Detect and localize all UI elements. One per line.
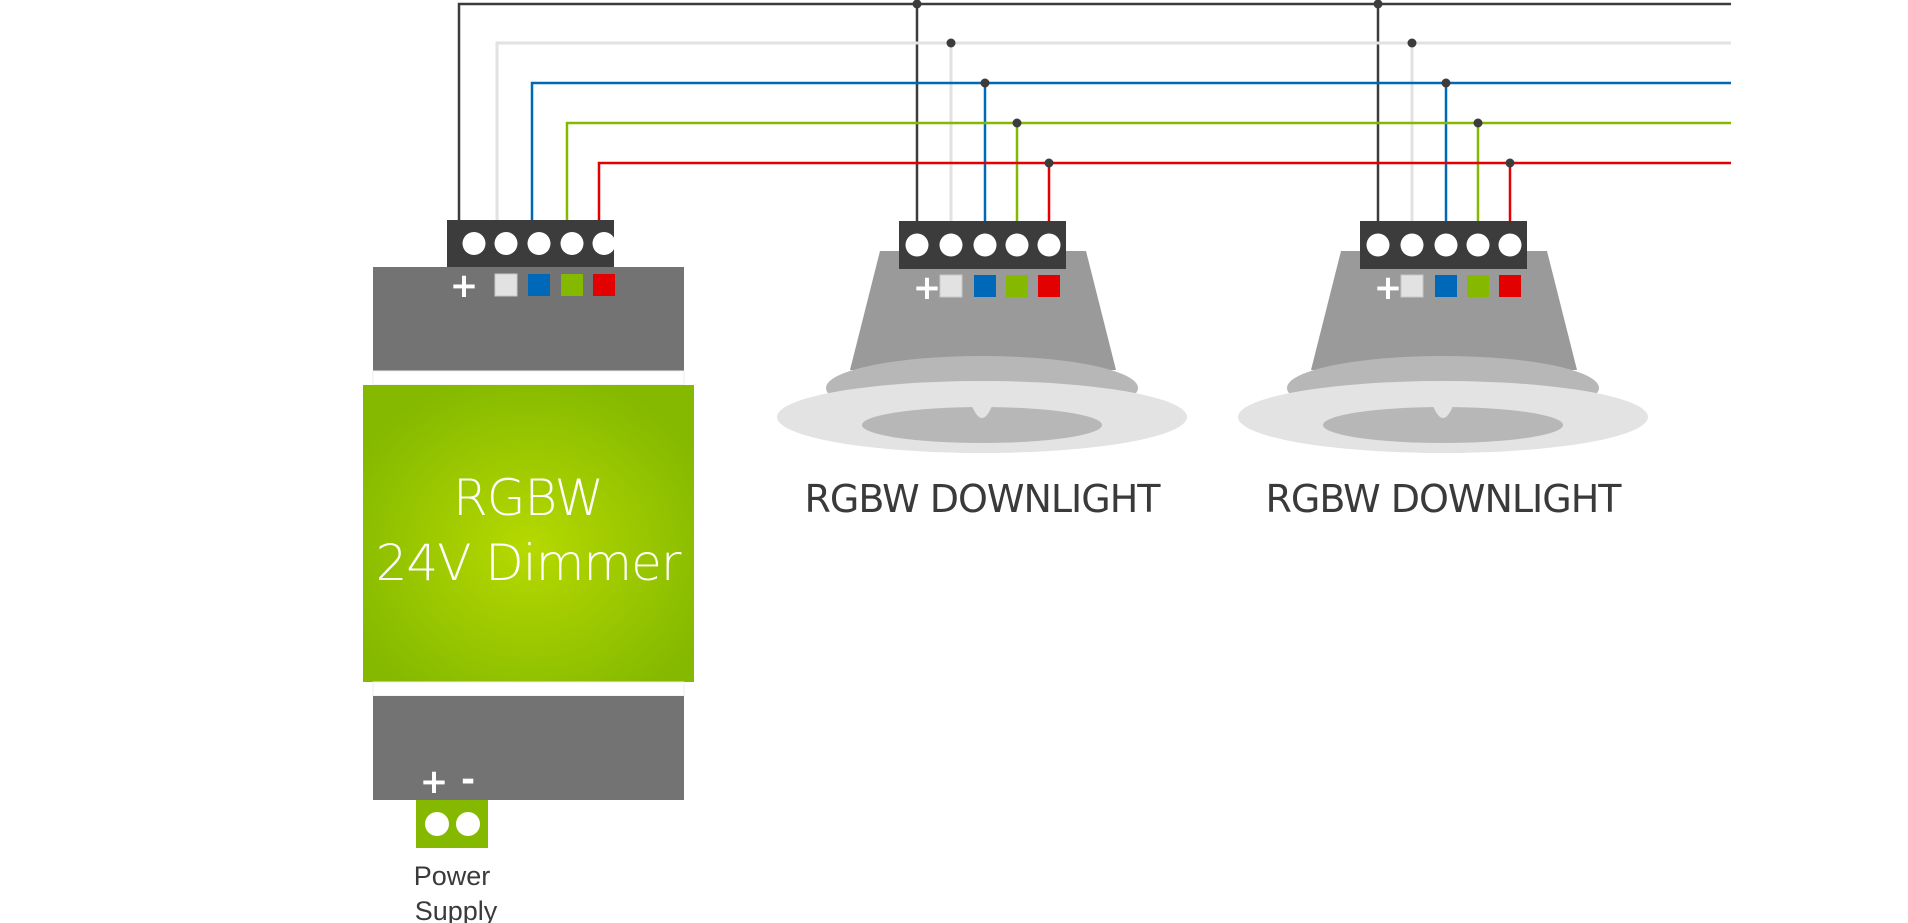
downlight-2-terminal-screw-green: [1466, 233, 1490, 257]
rgbw-dimmer: RGBW 24V Dimmer + + - Power Supply: [363, 220, 694, 923]
dimmer-swatch-white: [494, 273, 518, 297]
dimmer-terminal-screw-common-positive: [462, 232, 486, 255]
dimmer-swatch-red: [593, 274, 615, 296]
dimmer-bottom-housing: [373, 696, 684, 800]
downlight-2-terminal-screw-white: [1400, 233, 1424, 257]
wire-common-positive-bus: [457, 2, 1731, 221]
dimmer-green-body: [363, 385, 694, 682]
downlight-2-terminal-screw-red: [1498, 233, 1522, 257]
dimmer-terminal-screw-green: [560, 232, 584, 255]
wire-blue-bus: [530, 81, 1731, 221]
dimmer-terminal-screw-red: [592, 232, 616, 255]
downlight-1-terminal-screw-green: [1005, 233, 1029, 257]
power-minus-label: -: [461, 760, 475, 800]
downlight-2: + RGBW DOWNLIGHT: [1238, 221, 1648, 521]
downlight-1-swatch-green: [1006, 275, 1028, 297]
downlights: + RGBW DOWNLIGHT + RGBW DOWNLIGHT: [777, 221, 1648, 521]
downlight-1-terminal-screw-red: [1037, 233, 1061, 257]
dimmer-swatch-green: [561, 274, 583, 296]
dimmer-swatch-blue: [528, 274, 550, 296]
junction-dot-green-2: [1473, 118, 1483, 128]
dimmer-bottom-rail-gap: [372, 681, 685, 697]
downlight-2-swatch-white: [1400, 274, 1424, 298]
dimmer-channel-swatches: [494, 273, 615, 297]
downlight-1-label: RGBW DOWNLIGHT: [805, 477, 1162, 521]
junction-dot-red-2: [1505, 158, 1515, 168]
downlight-2-swatch-green: [1467, 275, 1489, 297]
downlight-1-terminal-screw-blue: [973, 233, 997, 257]
wire-green-bus: [565, 121, 1731, 221]
junction-dot-red-1: [1044, 158, 1054, 168]
wire-white-bus: [495, 41, 1731, 221]
dimmer-output-plus-label: +: [450, 266, 479, 306]
downlight-2-plus-label: +: [1374, 268, 1403, 308]
downlight-notch: [1433, 406, 1453, 418]
downlight-1-swatch-blue: [974, 275, 996, 297]
downlight-lens: [1323, 407, 1563, 443]
dimmer-top-rail-gap: [372, 370, 685, 386]
junction-dot-blue-2: [1441, 78, 1451, 88]
junction-dot-common-positive-2: [1373, 0, 1383, 9]
downlight-1: + RGBW DOWNLIGHT: [777, 221, 1187, 521]
junction-dot-white-1: [946, 38, 956, 48]
downlight-1-plus-label: +: [913, 268, 942, 308]
power-supply-label-line1: Power: [414, 861, 491, 891]
power-supply-label-line2: Supply: [415, 896, 498, 923]
junction-dot-blue-1: [980, 78, 990, 88]
downlight-2-label: RGBW DOWNLIGHT: [1266, 477, 1623, 521]
junction-dot-green-1: [1012, 118, 1022, 128]
dimmer-terminal-screw-blue: [527, 232, 551, 255]
dimmer-title-line2: 24V Dimmer: [376, 534, 682, 592]
downlight-2-terminal-screw-common-positive: [1366, 233, 1390, 257]
power-terminal-minus: [456, 812, 480, 836]
downlight-2-terminal-screw-blue: [1434, 233, 1458, 257]
power-plus-label: +: [420, 762, 449, 802]
downlight-2-swatch-red: [1499, 275, 1521, 297]
downlight-1-swatch-red: [1038, 275, 1060, 297]
power-terminal-plus: [425, 812, 449, 836]
dimmer-output-terminal-block: [447, 220, 616, 267]
wire-red-bus: [597, 161, 1731, 221]
downlight-1-swatch-white: [939, 274, 963, 298]
dimmer-terminal-screw-white: [494, 232, 518, 255]
downlight-1-terminal-screw-white: [939, 233, 963, 257]
downlight-notch: [972, 406, 992, 418]
wire-bus: [457, 0, 1731, 221]
junction-dot-white-2: [1407, 38, 1417, 48]
downlight-2-swatch-blue: [1435, 275, 1457, 297]
downlight-1-terminal-screw-common-positive: [905, 233, 929, 257]
dimmer-title-line1: RGBW: [453, 469, 603, 527]
junction-dot-common-positive-1: [912, 0, 922, 9]
downlight-lens: [862, 407, 1102, 443]
